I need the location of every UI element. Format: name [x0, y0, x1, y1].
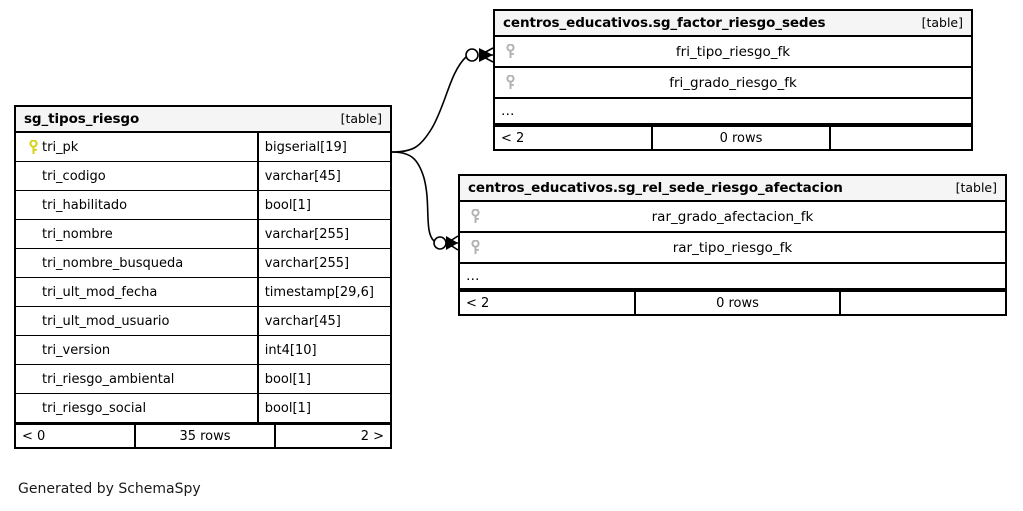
table-type-badge: [table]: [340, 111, 382, 126]
column-type-cell: bigserial[19]: [256, 133, 390, 161]
foreign-key-icon: [466, 202, 484, 231]
table-row[interactable]: tri_nombre_busqueda varchar[255]: [16, 249, 390, 278]
footer-children-count[interactable]: [831, 127, 971, 149]
column-name-label: fri_grado_riesgo_fk: [669, 74, 797, 91]
column-name-label: tri_version: [42, 342, 111, 358]
table-type-badge: [table]: [921, 15, 963, 30]
table-row[interactable]: tri_ult_mod_fecha timestamp[29,6]: [16, 278, 390, 307]
column-name-label: tri_nombre_busqueda: [42, 255, 184, 271]
column-type-cell: bool[1]: [256, 394, 390, 422]
column-name-label: fri_tipo_riesgo_fk: [675, 43, 791, 60]
table-header: centros_educativos.sg_factor_riesgo_sede…: [495, 11, 971, 37]
column-name-cell: tri_riesgo_ambiental: [16, 365, 257, 393]
column-name-cell: tri_habilitado: [16, 191, 257, 219]
crowsfoot-arrow: [479, 48, 493, 62]
cardinality-zero-circle: [433, 236, 447, 250]
column-name-cell: tri_nombre: [16, 220, 257, 248]
crowsfoot-prongs: [479, 47, 494, 63]
footer-parents-count[interactable]: < 2: [501, 130, 525, 146]
column-type-cell: bool[1]: [256, 365, 390, 393]
column-name-cell: tri_pk: [16, 133, 257, 161]
column-type-cell: timestamp[29,6]: [256, 278, 390, 306]
column-type-cell: varchar[255]: [256, 220, 390, 248]
footer-row-count: 0 rows: [651, 127, 831, 149]
table-row[interactable]: fri_tipo_riesgo_fk: [495, 37, 971, 68]
crowsfoot-arrow: [446, 236, 458, 250]
column-name-label: tri_ult_mod_fecha: [42, 284, 158, 300]
column-name-label: rar_grado_afectacion_fk: [651, 208, 814, 225]
table-header: centros_educativos.sg_rel_sede_riesgo_af…: [460, 176, 1005, 202]
relationship-line-to-factor-riesgo-sedes: [391, 47, 494, 153]
footer-children-count[interactable]: [841, 292, 1001, 314]
column-name-label: tri_riesgo_social: [42, 400, 147, 416]
foreign-key-icon: [501, 37, 519, 66]
table-header: sg_tipos_riesgo [table]: [16, 107, 390, 133]
table-row[interactable]: fri_grado_riesgo_fk: [495, 68, 971, 99]
table-footer: < 0 35 rows 2 >: [16, 423, 390, 447]
column-name-label: tri_riesgo_ambiental: [42, 371, 175, 387]
column-name-label: tri_habilitado: [42, 197, 128, 213]
column-name-cell: tri_codigo: [16, 162, 257, 190]
column-name-cell: tri_version: [16, 336, 257, 364]
table-row[interactable]: rar_grado_afectacion_fk: [460, 202, 1005, 233]
table-sg-tipos-riesgo[interactable]: sg_tipos_riesgo [table] tri_pk bigserial…: [14, 105, 392, 449]
column-type-cell: varchar[45]: [256, 307, 390, 335]
column-name-label: tri_pk: [42, 139, 79, 155]
table-row[interactable]: tri_ult_mod_usuario varchar[45]: [16, 307, 390, 336]
table-type-badge: [table]: [955, 180, 997, 195]
column-name-cell: tri_ult_mod_usuario: [16, 307, 257, 335]
table-footer: < 2 0 rows: [460, 290, 1005, 314]
foreign-key-icon: [501, 68, 519, 97]
column-name-cell: tri_ult_mod_fecha: [16, 278, 257, 306]
column-name-label: tri_ult_mod_usuario: [42, 313, 170, 329]
table-row[interactable]: tri_pk bigserial[19]: [16, 133, 390, 162]
table-row[interactable]: rar_tipo_riesgo_fk: [460, 233, 1005, 264]
column-name-cell: tri_nombre_busqueda: [16, 249, 257, 277]
table-row[interactable]: tri_codigo varchar[45]: [16, 162, 390, 191]
column-type-cell: int4[10]: [256, 336, 390, 364]
table-row[interactable]: tri_nombre varchar[255]: [16, 220, 390, 249]
table-title: centros_educativos.sg_factor_riesgo_sede…: [503, 14, 826, 31]
footer-children-count[interactable]: 2 >: [360, 428, 384, 444]
column-name-label: rar_tipo_riesgo_fk: [672, 239, 793, 256]
column-name-label: tri_nombre: [42, 226, 113, 242]
column-type-cell: bool[1]: [256, 191, 390, 219]
table-sg-rel-sede-riesgo-afectacion[interactable]: centros_educativos.sg_rel_sede_riesgo_af…: [458, 174, 1007, 316]
column-type-cell: varchar[255]: [256, 249, 390, 277]
table-title: sg_tipos_riesgo: [24, 110, 140, 127]
footer-row-count: 35 rows: [134, 425, 276, 447]
column-type-cell: varchar[45]: [256, 162, 390, 190]
more-columns-indicator[interactable]: …: [460, 264, 1005, 290]
more-columns-indicator[interactable]: …: [495, 99, 971, 125]
footer-parents-count[interactable]: < 0: [22, 428, 46, 444]
table-row[interactable]: tri_riesgo_social bool[1]: [16, 394, 390, 423]
table-footer: < 2 0 rows: [495, 125, 971, 149]
column-name-cell: tri_riesgo_social: [16, 394, 257, 422]
foreign-key-icon: [466, 233, 484, 262]
table-row[interactable]: tri_version int4[10]: [16, 336, 390, 365]
cardinality-zero-circle: [465, 48, 479, 62]
table-title: centros_educativos.sg_rel_sede_riesgo_af…: [468, 179, 843, 196]
relationship-line-to-rel-sede-riesgo: [391, 151, 459, 251]
column-name-label: tri_codigo: [42, 168, 106, 184]
primary-key-icon: [24, 139, 42, 155]
table-row[interactable]: tri_riesgo_ambiental bool[1]: [16, 365, 390, 394]
generated-by-caption: Generated by SchemaSpy: [18, 481, 201, 497]
crowsfoot-prongs: [446, 235, 459, 251]
table-row[interactable]: tri_habilitado bool[1]: [16, 191, 390, 220]
table-sg-factor-riesgo-sedes[interactable]: centros_educativos.sg_factor_riesgo_sede…: [493, 9, 973, 151]
footer-row-count: 0 rows: [634, 292, 841, 314]
footer-parents-count[interactable]: < 2: [466, 295, 490, 311]
